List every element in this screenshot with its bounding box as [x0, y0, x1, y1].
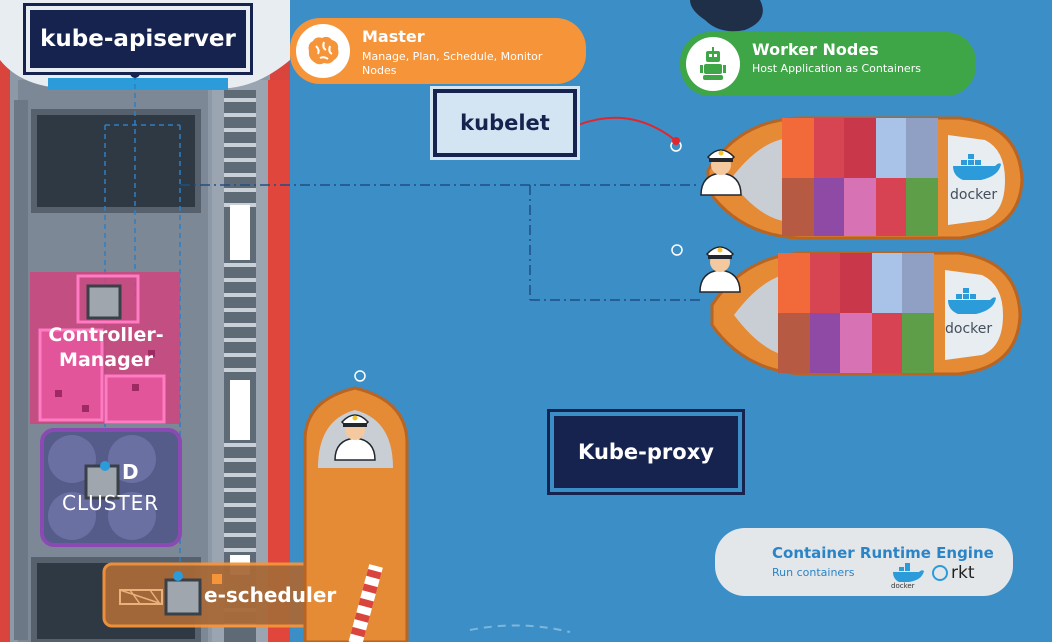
- kube-proxy-label: Kube-proxy: [547, 409, 745, 495]
- worker-ship-2: [710, 251, 1022, 376]
- kubelet-arrow: [577, 116, 676, 141]
- master-subtitle: Manage, Plan, Schedule, Monitor Nodes: [362, 50, 543, 77]
- worker-ship-1: [706, 116, 1024, 240]
- bubble: [354, 370, 366, 382]
- kubelet-label: kubelet: [430, 86, 580, 160]
- captain-icon: [700, 149, 742, 196]
- docker-logo-text: docker: [891, 582, 915, 590]
- worker-nodes-subtitle: Host Application as Containers: [752, 62, 921, 75]
- worker-nodes-card: Worker Nodes Host Application as Contain…: [680, 32, 976, 96]
- worker-nodes-title: Worker Nodes: [752, 40, 879, 59]
- master-card: Master Manage, Plan, Schedule, Monitor N…: [290, 18, 586, 84]
- etcd-cluster-block: [40, 428, 182, 547]
- controller-manager-line2: Manager: [59, 349, 153, 371]
- kube-proxy-text: Kube-proxy: [578, 440, 714, 464]
- ship-docker-label: docker: [945, 321, 993, 337]
- controller-manager-block: [30, 272, 180, 424]
- network-lines: [180, 184, 700, 301]
- robot-icon: [686, 37, 740, 91]
- etcd-letter: D: [122, 460, 139, 484]
- kube-apiserver-text: kube-apiserver: [40, 26, 236, 52]
- ship-docker-label: docker: [950, 187, 998, 203]
- captain-icon: [699, 246, 741, 293]
- controller-manager-label: Controller- Manager: [36, 322, 176, 374]
- rkt-logo-icon: [932, 565, 948, 581]
- brain-icon: [296, 24, 350, 78]
- container-runtime-title: Container Runtime Engine: [772, 544, 994, 562]
- kube-apiserver-label: kube-apiserver: [23, 3, 253, 75]
- scheduler-label: e-scheduler: [204, 583, 337, 607]
- smoke-cloud: [690, 0, 763, 32]
- captain-icon: [334, 414, 376, 461]
- master-title: Master: [362, 27, 425, 46]
- container-runtime-subtitle: Run containers: [772, 566, 855, 579]
- rkt-logo-text: rkt: [951, 563, 975, 583]
- controller-manager-line1: Controller-: [48, 324, 164, 346]
- container-runtime-card: Container Runtime Engine Run containers …: [715, 528, 1013, 596]
- docker-logo-icon: docker: [889, 563, 927, 591]
- etcd-cluster-label: CLUSTER: [62, 491, 160, 515]
- bubble: [671, 244, 683, 256]
- water-ripple: [469, 624, 571, 633]
- kubelet-text: kubelet: [460, 111, 550, 135]
- arrow-head: [672, 137, 680, 145]
